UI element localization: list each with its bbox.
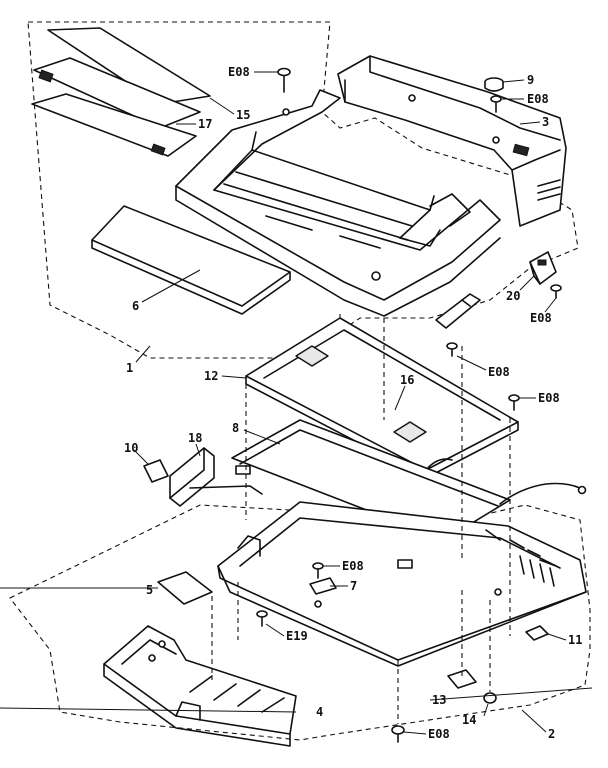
label-e08-16: E08 <box>538 391 560 405</box>
group-1-outline <box>27 21 579 359</box>
leader-13 <box>429 687 593 701</box>
label-1: 1 <box>126 361 133 375</box>
assembly-guide-lines <box>211 314 511 724</box>
foot-14 <box>483 692 497 704</box>
leader-1 <box>135 345 151 363</box>
part-10 <box>143 459 169 483</box>
screw-e08-16 <box>508 394 520 411</box>
leader-e19 <box>265 623 285 637</box>
label-e08-9: E08 <box>527 92 549 106</box>
label-e08-top: E08 <box>228 65 250 79</box>
label-11: 11 <box>568 633 582 647</box>
label-10: 10 <box>124 441 138 455</box>
label-e08-7: E08 <box>342 559 364 573</box>
screw-e08-9 <box>490 95 502 113</box>
foot-13 <box>447 669 477 689</box>
cable-terminal <box>577 485 587 495</box>
label-18: 18 <box>188 431 202 445</box>
screw-e19 <box>256 610 268 627</box>
label-12: 12 <box>204 369 218 383</box>
label-20: 20 <box>506 289 520 303</box>
plate-8 <box>231 419 511 541</box>
lower-case <box>217 501 587 667</box>
label-e08-20: E08 <box>530 311 552 325</box>
label-15: 15 <box>236 108 250 122</box>
label-9: 9 <box>527 73 534 87</box>
upper-case <box>175 89 501 317</box>
pad-11 <box>525 625 549 641</box>
guide-plate-17 <box>31 93 197 157</box>
label-e19: E19 <box>286 629 308 643</box>
label-5: 5 <box>146 583 153 597</box>
label-6: 6 <box>132 299 139 313</box>
bracket-20 <box>529 251 557 285</box>
screw-e08-7 <box>312 562 324 579</box>
screw-e08-20 <box>550 284 562 299</box>
label-8: 8 <box>232 421 239 435</box>
leader-10 <box>133 449 149 465</box>
top-cover-3 <box>337 55 567 227</box>
leader-4 <box>0 707 297 713</box>
leader-e08-bottom <box>403 731 427 735</box>
lever-mid <box>435 293 481 329</box>
leader-20 <box>519 275 535 291</box>
knob-9 <box>484 77 504 92</box>
screw-e08-bottom <box>391 725 405 743</box>
label-14: 14 <box>462 713 476 727</box>
label-2: 2 <box>548 727 555 741</box>
label-e08-mid: E08 <box>488 365 510 379</box>
leader-2 <box>521 709 547 733</box>
tray-16 <box>245 317 519 479</box>
label-3: 3 <box>542 115 549 129</box>
label-16: 16 <box>400 373 414 387</box>
label-e08-bottom: E08 <box>428 727 450 741</box>
screw-e08-top <box>277 67 291 93</box>
leader-15 <box>209 97 235 115</box>
paper-guide-15 <box>33 27 211 129</box>
label-7: 7 <box>350 579 357 593</box>
part-18 <box>169 447 263 507</box>
leader-e08-mid <box>456 355 487 371</box>
part-7 <box>309 577 337 595</box>
leader-3 <box>519 121 541 125</box>
leader-16 <box>394 385 406 411</box>
label-4: 4 <box>316 705 323 719</box>
leader-18 <box>195 443 201 457</box>
leader-14 <box>483 703 489 717</box>
leader-11 <box>547 633 567 641</box>
screw-e08-mid <box>446 342 458 357</box>
ground-cable <box>499 482 581 505</box>
leader-9 <box>502 79 525 83</box>
label-17: 17 <box>198 117 212 131</box>
pad-5 <box>157 571 213 605</box>
leader-12 <box>221 375 247 379</box>
leader-8 <box>243 429 281 445</box>
bottom-tray-4 <box>103 625 297 747</box>
label-13: 13 <box>432 693 446 707</box>
panel-6 <box>91 205 291 315</box>
leader-e08-20 <box>544 297 557 313</box>
leader-6 <box>141 269 201 303</box>
